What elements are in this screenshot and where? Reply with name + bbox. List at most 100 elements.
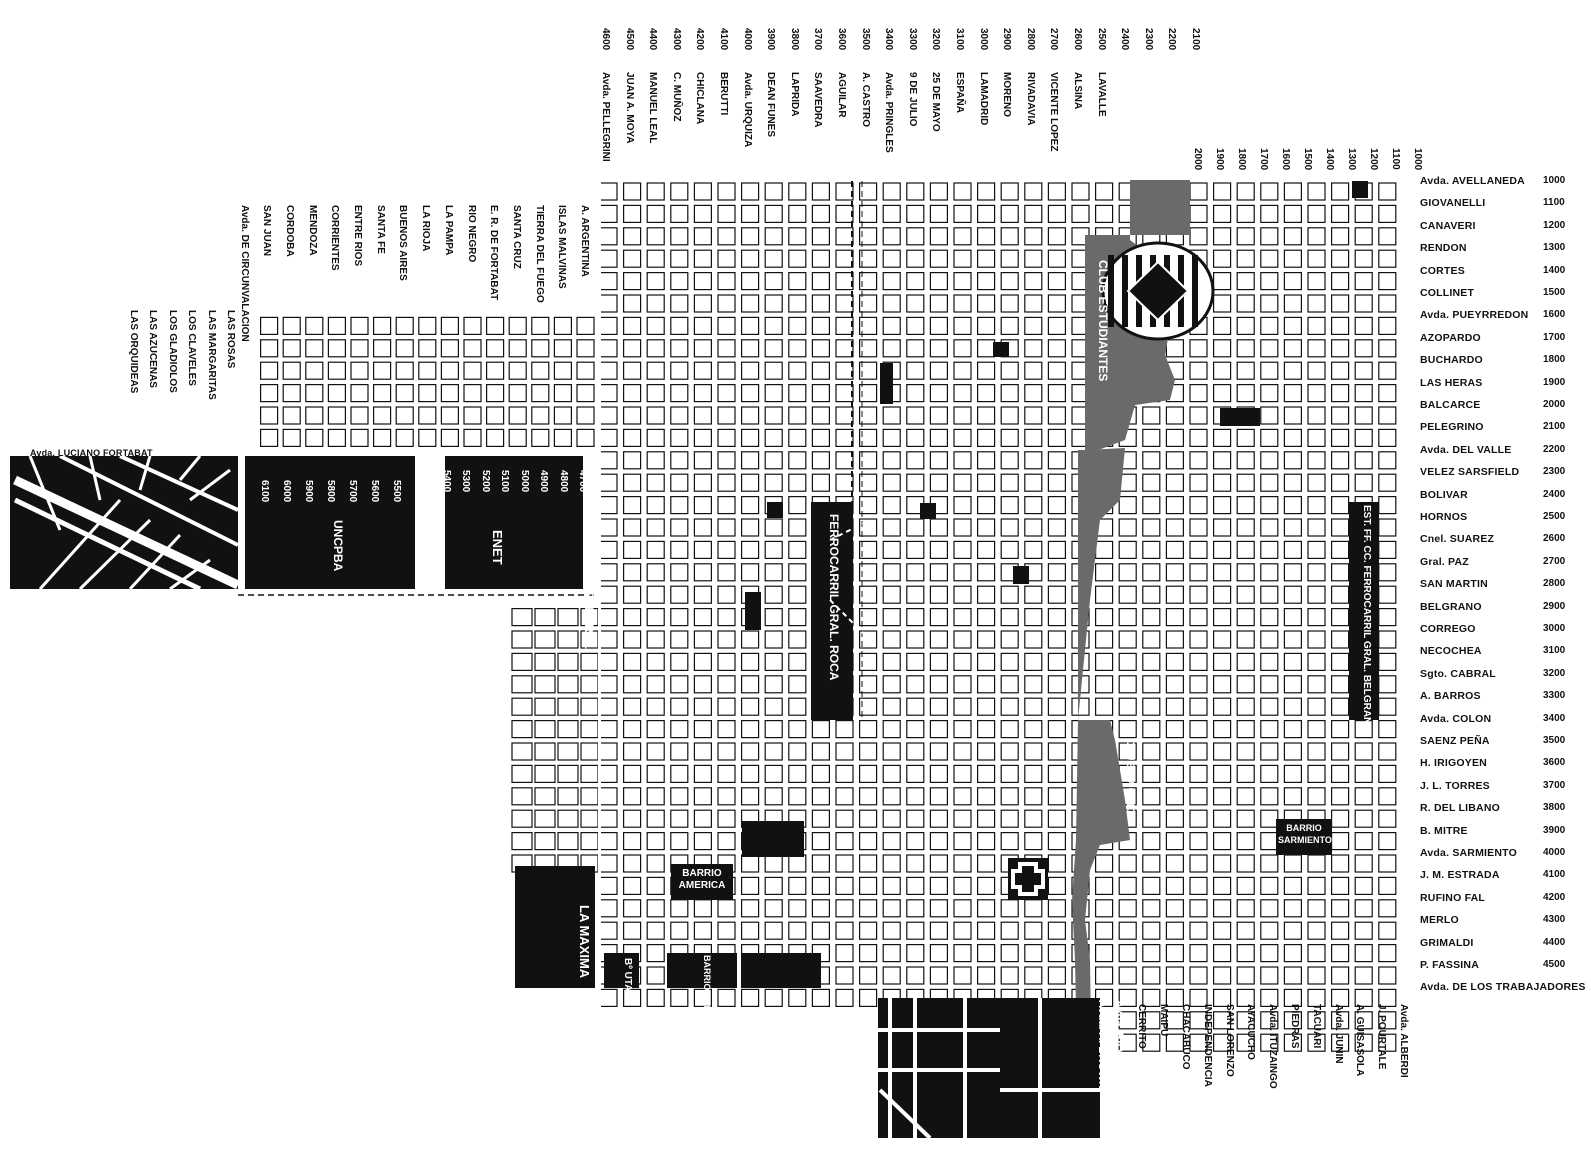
block [1189,204,1208,223]
street-number: 2900 [1543,600,1566,612]
block [1354,406,1373,425]
barrio-america-block [671,864,733,900]
block [693,630,713,649]
block [1094,182,1114,201]
fortabat-street [128,533,182,591]
block [953,406,972,425]
block [1189,384,1208,403]
block [670,227,689,246]
block [929,272,949,291]
block [693,742,713,761]
block [717,988,736,1008]
block [717,764,736,784]
block [1142,428,1161,447]
block [1189,921,1208,940]
block [1212,272,1232,291]
block [1307,361,1326,380]
block [1260,585,1279,604]
street-number: 3700 [1543,779,1566,791]
block [1330,921,1350,940]
block [1307,1033,1326,1052]
place-barrio-san-carlos: BARRIO SAN CARLOS [702,955,712,1053]
street-label: MENDOZA [306,205,318,256]
street-number: 4000 [741,28,753,51]
block [717,563,736,582]
dark-block [741,953,821,988]
block [1212,585,1232,604]
street-number: 1800 [1543,354,1566,366]
block [1047,249,1067,268]
block [580,719,599,739]
block [717,294,736,313]
block [929,182,949,201]
block [1236,697,1255,716]
block [1283,630,1303,649]
block [1212,831,1232,851]
block [1378,182,1397,201]
block [599,451,618,470]
street-number: 3200 [930,28,942,51]
block [1330,272,1350,291]
place-ferrocarril-belgrano: EST. FF. CC. FERROCARRIL GRAL. BELGRANO [1361,505,1372,733]
street-number: 1300 [1543,242,1566,254]
block [1000,428,1019,447]
block [1142,518,1161,537]
block [1283,607,1303,627]
block [553,428,573,447]
block [976,204,996,223]
block [1212,361,1232,380]
block [1236,988,1255,1008]
block [1378,585,1397,604]
block [764,764,783,784]
street-label: C. MUÑOZ [670,72,682,122]
block [693,249,713,268]
street-label: JUAN A. MOYA [623,72,635,144]
street-number: 1200 [1543,219,1566,231]
street-number: 3500 [1543,735,1566,746]
block [1354,361,1373,380]
block [764,899,783,918]
block [1283,854,1303,873]
block [906,249,925,268]
street-number: 4000 [1543,847,1566,858]
block [1283,406,1303,425]
block [882,182,901,201]
fortabat-street [119,454,239,512]
block [1212,473,1232,492]
block [1307,607,1326,627]
block [1071,182,1090,201]
block [1260,652,1279,672]
block [882,809,901,828]
block [1330,518,1350,537]
block [858,451,878,470]
block [486,361,505,380]
block [440,361,459,380]
block [1118,921,1137,940]
block [1047,496,1067,515]
block [395,361,414,380]
block [788,204,807,223]
block-number: 6000 [281,480,292,503]
block [599,988,618,1008]
block [599,607,618,627]
street-label: CORDOBA [283,205,295,257]
block [1354,787,1373,806]
block [882,540,901,560]
block [576,406,595,425]
block [906,854,925,873]
block [1212,384,1232,403]
block [646,854,665,873]
block [788,496,807,515]
block [553,361,573,380]
street-label: Avda. URQUIZA [741,72,753,148]
block [1118,563,1137,582]
block [717,316,736,335]
block [693,719,713,739]
block [1142,652,1161,672]
block [858,764,878,784]
block [906,473,925,492]
street-number: 1000 [1543,175,1566,186]
block [599,764,618,784]
block [599,227,618,246]
